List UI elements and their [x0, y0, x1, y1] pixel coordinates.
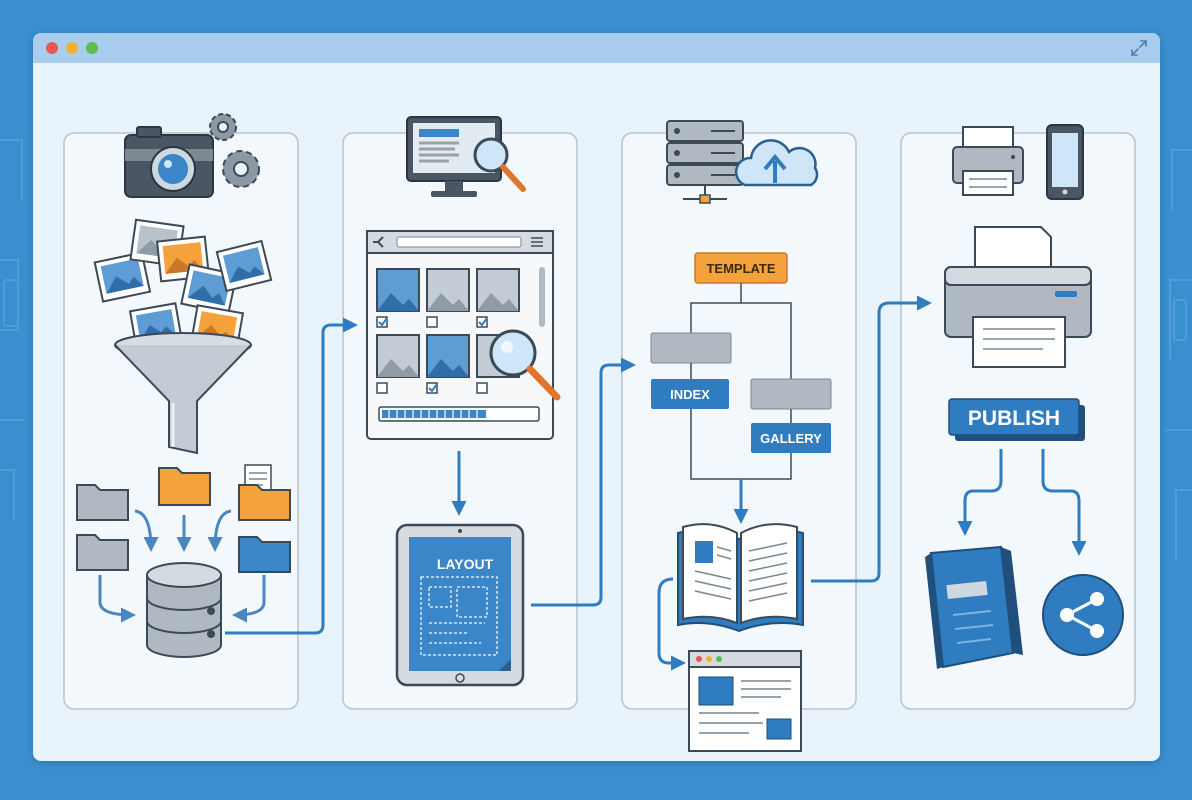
index-label: INDEX — [670, 387, 710, 402]
app-window: LAYOUT TEMPLATE — [33, 33, 1160, 761]
webpage-icon — [688, 650, 802, 752]
smartphone-icon — [1046, 124, 1084, 200]
share-icon — [1042, 574, 1124, 656]
printer-icon — [944, 226, 1092, 368]
cloud-upload-icon — [734, 139, 819, 187]
minimize-dot[interactable] — [66, 42, 78, 54]
close-dot[interactable] — [46, 42, 58, 54]
workflow-stage: LAYOUT TEMPLATE — [33, 63, 1160, 761]
open-book-icon — [677, 523, 804, 633]
server-icon — [666, 120, 744, 204]
book-icon — [925, 545, 1023, 669]
layout-label: LAYOUT — [437, 556, 494, 572]
placeholder-node-right — [750, 378, 832, 410]
gallery-label: GALLERY — [760, 431, 822, 446]
expand-icon[interactable] — [1130, 39, 1148, 57]
index-node — [651, 379, 729, 409]
funnel-icon — [114, 332, 252, 455]
image-selection-window — [366, 230, 561, 440]
database-icon — [146, 562, 222, 658]
tablet-layout-icon — [395, 523, 525, 687]
gallery-node — [751, 423, 831, 453]
gear-icon — [209, 113, 260, 188]
publish-button[interactable] — [948, 398, 1080, 436]
small-printer-icon — [952, 126, 1024, 196]
publish-label: PUBLISH — [968, 407, 1060, 430]
folder-icon — [76, 464, 291, 573]
placeholder-node-left — [650, 332, 732, 364]
template-label: TEMPLATE — [706, 261, 775, 276]
camera-icon — [124, 126, 214, 198]
monitor-search-icon — [406, 116, 526, 197]
title-bar — [33, 33, 1160, 63]
workflow-diagram: LAYOUT TEMPLATE — [63, 113, 1136, 752]
maximize-dot[interactable] — [86, 42, 98, 54]
